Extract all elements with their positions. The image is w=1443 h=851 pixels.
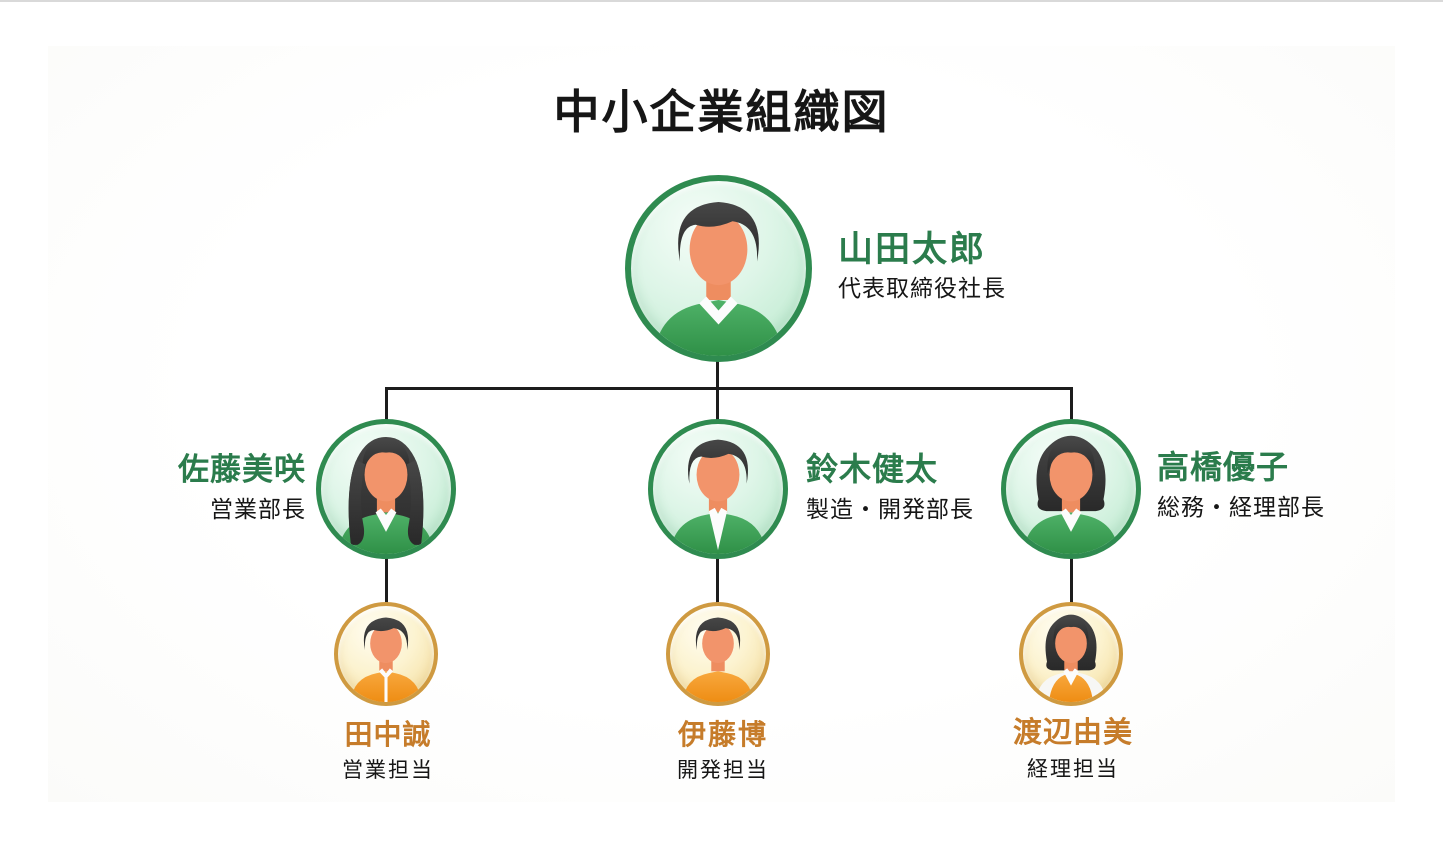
sales-staff-label: 田中誠 営業担当 — [342, 719, 434, 783]
mfg-manager-label: 鈴木健太 製造・開発部長 — [806, 451, 974, 522]
accounting-staff-label: 渡辺由美 経理担当 — [1013, 717, 1133, 782]
dev-staff-avatar-circle — [666, 602, 770, 706]
mfg-manager-avatar-circle — [648, 419, 788, 559]
sales-manager-avatar-circle — [316, 419, 456, 559]
person-title: 製造・開発部長 — [806, 495, 974, 522]
connector-drop-left — [385, 387, 388, 424]
person-title: 開発担当 — [677, 759, 769, 783]
connector-drop-middle — [716, 387, 719, 424]
connector-drop-right — [1070, 387, 1073, 424]
top-border-line — [0, 0, 1443, 2]
male-avatar-icon — [631, 181, 806, 356]
accounting-staff-avatar-circle — [1019, 602, 1123, 706]
connector-accounting-staff — [1070, 556, 1073, 605]
person-name: 鈴木健太 — [806, 451, 939, 487]
person-name: 伊藤博 — [677, 719, 768, 750]
male-avatar-icon — [653, 424, 783, 554]
dev-staff-label: 伊藤博 開発担当 — [677, 719, 769, 783]
connector-sales-staff — [385, 556, 388, 605]
person-title: 営業担当 — [342, 759, 434, 783]
person-name: 高橋優子 — [1157, 449, 1290, 485]
connector-ceo-down — [716, 358, 719, 389]
person-title: 総務・経理部長 — [1157, 493, 1325, 520]
person-title: 営業部長 — [210, 495, 306, 522]
sales-staff-avatar-circle — [334, 602, 438, 706]
sales-manager-label: 佐藤美咲 営業部長 — [178, 452, 306, 522]
female-avatar-icon — [1023, 606, 1119, 702]
page-title: 中小企業組織図 — [553, 86, 890, 138]
ceo-label: 山田太郎 代表取締役社長 — [838, 230, 1006, 302]
person-title: 経理担当 — [1026, 758, 1119, 782]
female-avatar-icon — [1006, 424, 1136, 554]
connector-horizontal — [385, 387, 1073, 390]
connector-dev-staff — [716, 556, 719, 605]
person-name: 山田太郎 — [838, 230, 987, 269]
ceo-avatar-circle — [625, 175, 812, 362]
person-name: 佐藤美咲 — [178, 452, 306, 487]
person-name: 渡辺由美 — [1012, 717, 1134, 749]
admin-manager-avatar-circle — [1001, 419, 1141, 559]
male-avatar-icon — [338, 606, 434, 702]
male-avatar-icon — [670, 606, 766, 702]
female-avatar-icon — [321, 424, 451, 554]
person-title: 代表取締役社長 — [838, 275, 1006, 302]
admin-manager-label: 高橋優子 総務・経理部長 — [1157, 449, 1325, 520]
person-name: 田中誠 — [344, 719, 432, 750]
